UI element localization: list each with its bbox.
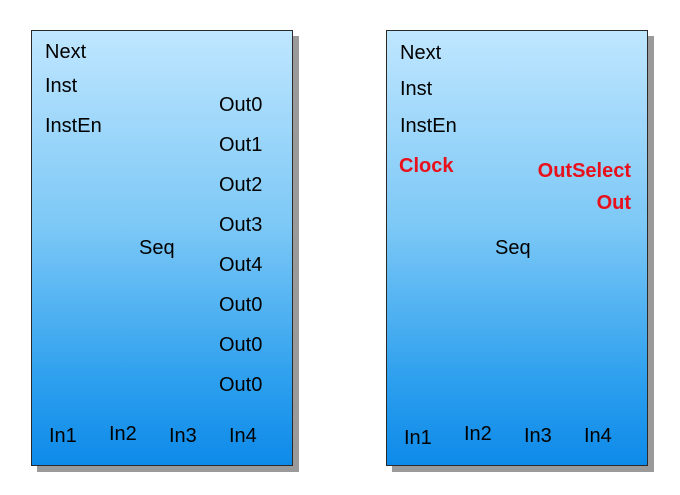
right-input-in2: In2	[464, 423, 492, 445]
right-input-clock: Clock	[399, 155, 454, 177]
left-output: Out0	[219, 94, 263, 116]
right-output-out: Out	[596, 192, 631, 214]
left-input-in4: In4	[229, 425, 257, 447]
left-output: Out3	[219, 214, 263, 236]
right-center-label: Seq	[495, 237, 531, 259]
left-input-in2: In2	[109, 423, 137, 445]
right-input-next: Next	[400, 42, 442, 64]
left-input-in3: In3	[169, 425, 197, 447]
left-output: Out2	[219, 174, 263, 196]
left-input-inst: Inst	[45, 75, 78, 97]
left-output: Out4	[219, 254, 263, 276]
left-output: Out0	[219, 334, 263, 356]
left-output: Out1	[219, 134, 263, 156]
right-input-in4: In4	[584, 425, 612, 447]
left-input-insten: InstEn	[45, 115, 102, 137]
right-input-insten: InstEn	[400, 115, 457, 137]
left-output: Out0	[219, 294, 263, 316]
right-output-outselect: OutSelect	[537, 160, 631, 182]
right-input-inst: Inst	[400, 78, 433, 100]
seq-block-right	[386, 30, 648, 466]
left-input-next: Next	[45, 41, 87, 63]
seq-block-left	[31, 30, 293, 466]
right-input-in1: In1	[404, 427, 432, 449]
left-input-in1: In1	[49, 425, 77, 447]
left-center-label: Seq	[139, 237, 175, 259]
left-output: Out0	[219, 374, 263, 396]
right-input-in3: In3	[524, 425, 552, 447]
